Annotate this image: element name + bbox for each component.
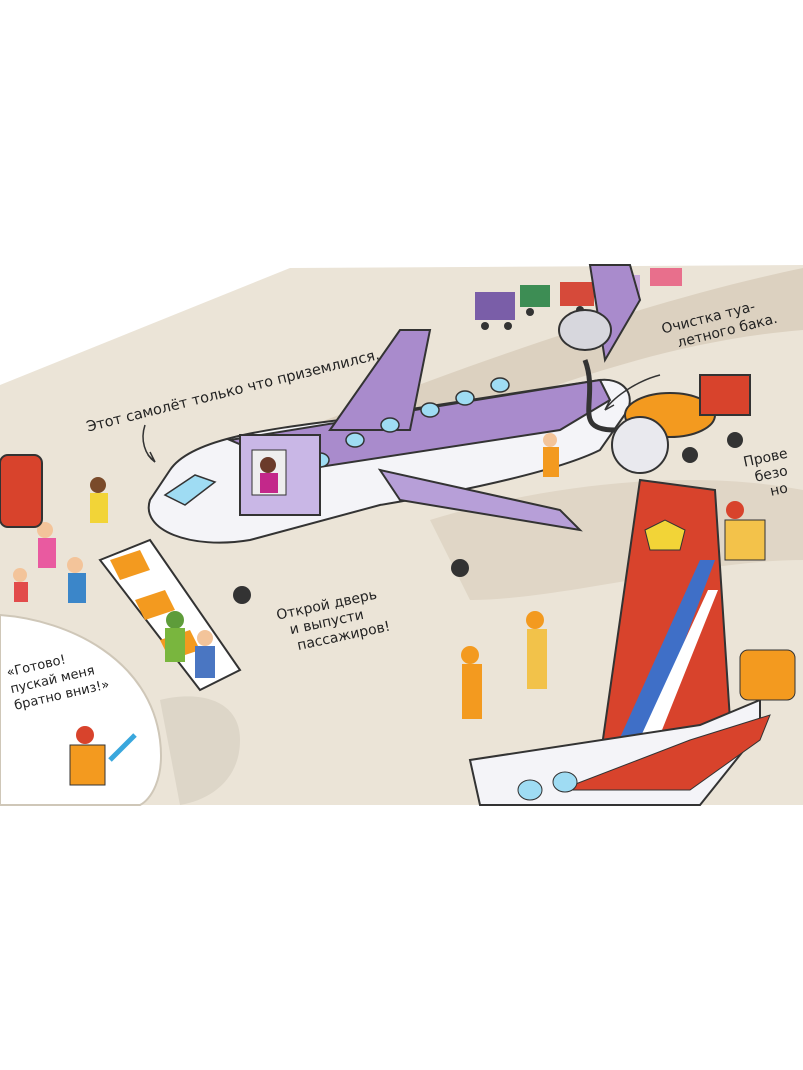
fuel-truck <box>582 359 751 474</box>
runway-strip <box>300 268 803 430</box>
bus <box>0 454 43 528</box>
pull-tab-wheel[interactable] <box>0 613 240 806</box>
red-tail-airplane <box>468 478 796 806</box>
pointer-arrows <box>142 374 661 463</box>
passengers <box>13 477 215 678</box>
purple-airplane <box>147 264 642 604</box>
ground-workers <box>461 433 766 719</box>
